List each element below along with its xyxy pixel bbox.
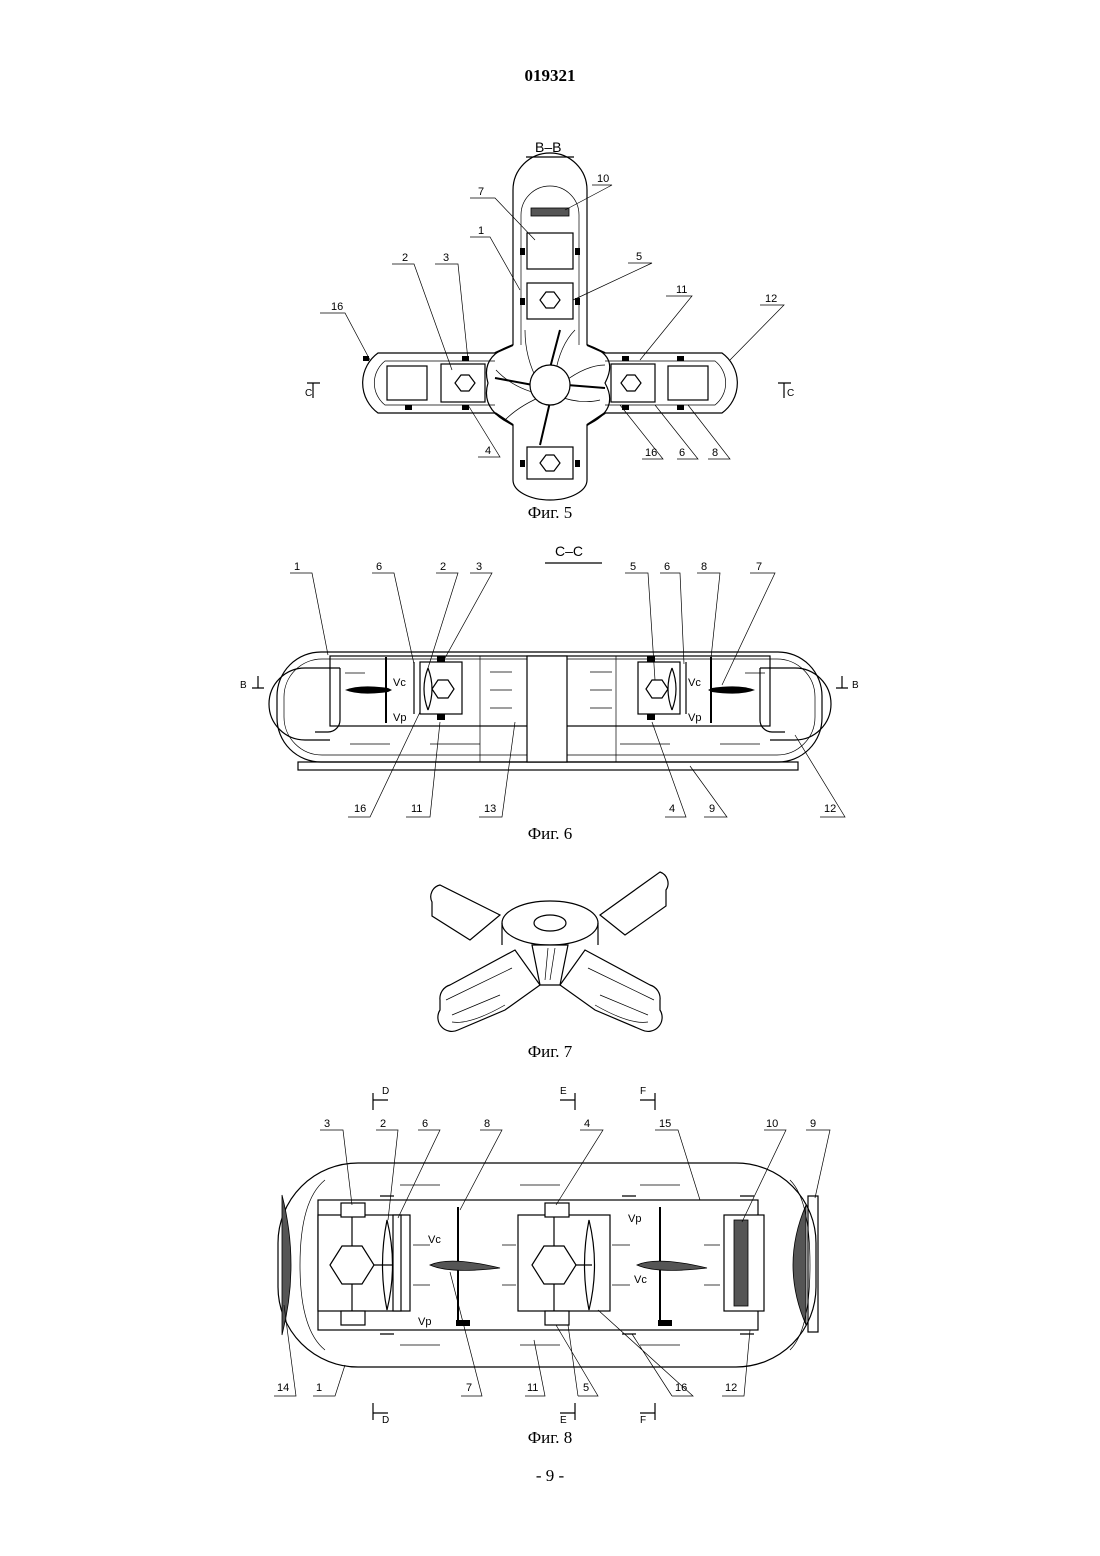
flow-label-vc-right: Vc	[634, 1274, 647, 1286]
callout-4: 4	[669, 803, 675, 815]
base-9	[298, 762, 798, 770]
arm-front-right	[560, 950, 662, 1031]
callout-1: 1	[294, 561, 300, 573]
callout-1: 1	[478, 225, 484, 237]
central-hub	[530, 365, 570, 405]
cut-mark-b-left: B	[240, 680, 247, 691]
airfoil-7	[430, 1261, 500, 1270]
figure-6-drawing: C–C Vc Vp Vc Vp B B	[0, 540, 1100, 830]
heat-exchanger-10	[734, 1220, 748, 1306]
callout-5: 5	[636, 251, 642, 263]
flow-label-vc-left: Vc	[393, 677, 406, 689]
callout-16-left: 16	[331, 301, 343, 313]
arm-front-left	[438, 950, 540, 1031]
callout-8: 8	[701, 561, 707, 573]
document-number: 019321	[0, 66, 1100, 86]
element-14	[282, 1195, 291, 1335]
block-8-right	[668, 366, 708, 400]
callout-5: 5	[583, 1382, 589, 1394]
callout-5: 5	[630, 561, 636, 573]
callout-12: 12	[765, 293, 777, 305]
flow-label-vc-right: Vc	[688, 677, 701, 689]
arm-back-right	[600, 872, 668, 935]
generator-3-top	[341, 1203, 365, 1217]
callout-14: 14	[277, 1382, 289, 1394]
section-mark-f-top: F	[640, 1086, 646, 1097]
central-column-13	[527, 656, 567, 762]
figure-8-caption: Фиг. 8	[0, 1428, 1100, 1448]
callout-16: 16	[675, 1382, 687, 1394]
arm-back-left	[431, 885, 500, 940]
callout-4: 4	[485, 445, 491, 457]
callout-8: 8	[484, 1118, 490, 1130]
section-mark-f-bottom: F	[640, 1415, 646, 1426]
callout-3: 3	[476, 561, 482, 573]
callout-10: 10	[597, 173, 609, 185]
callout-1: 1	[316, 1382, 322, 1394]
flow-label-vp-left: Vp	[393, 712, 406, 724]
figure-7-drawing	[0, 855, 1100, 1045]
callout-15: 15	[659, 1118, 671, 1130]
callout-11: 11	[527, 1382, 538, 1394]
callout-16: 16	[354, 803, 366, 815]
cut-mark-b-right: B	[852, 680, 859, 691]
callout-6: 6	[422, 1118, 428, 1130]
heat-exchanger-10	[531, 208, 569, 216]
cut-mark-c-left: C	[305, 388, 312, 399]
callout-11: 11	[411, 803, 422, 815]
section-mark-d-top: D	[382, 1086, 389, 1097]
flow-label-vc-left: Vc	[428, 1234, 441, 1246]
callout-7: 7	[756, 561, 762, 573]
callout-6-left: 6	[376, 561, 382, 573]
callout-12: 12	[725, 1382, 737, 1394]
cut-mark-c-right: C	[787, 388, 794, 399]
callout-9: 9	[810, 1118, 816, 1130]
callout-11: 11	[676, 284, 687, 296]
page-number: - 9 -	[0, 1466, 1100, 1486]
callout-3: 3	[443, 252, 449, 264]
callout-2: 2	[402, 252, 408, 264]
flow-label-vp-left: Vp	[418, 1316, 431, 1328]
figure-7-caption: Фиг. 7	[0, 1042, 1100, 1062]
callout-7: 7	[478, 186, 484, 198]
flow-label-vp-right: Vp	[628, 1213, 641, 1225]
section-mark-d-bottom: D	[382, 1415, 389, 1426]
callout-4: 4	[584, 1118, 590, 1130]
section-mark-e-top: E	[560, 1086, 567, 1097]
callout-2: 2	[380, 1118, 386, 1130]
figure-8-drawing: D E F D E F Vc	[0, 1080, 1100, 1425]
block-left-outer	[387, 366, 427, 400]
callout-16-right: 16	[645, 447, 657, 459]
figure-5-drawing: B–B C C	[0, 130, 1100, 500]
callout-3: 3	[324, 1118, 330, 1130]
callout-10: 10	[766, 1118, 778, 1130]
callout-9: 9	[709, 803, 715, 815]
flow-label-vp-right: Vp	[688, 712, 701, 724]
figure-6-caption: Фиг. 6	[0, 824, 1100, 844]
callout-2: 2	[440, 561, 446, 573]
callout-8: 8	[712, 447, 718, 459]
section-mark-e-bottom: E	[560, 1415, 567, 1426]
callout-6-right: 6	[664, 561, 670, 573]
callout-6: 6	[679, 447, 685, 459]
callout-12: 12	[824, 803, 836, 815]
callout-7: 7	[466, 1382, 472, 1394]
callout-13: 13	[484, 803, 496, 815]
section-label-cc: C–C	[555, 543, 583, 559]
figure-5-caption: Фиг. 5	[0, 503, 1100, 523]
